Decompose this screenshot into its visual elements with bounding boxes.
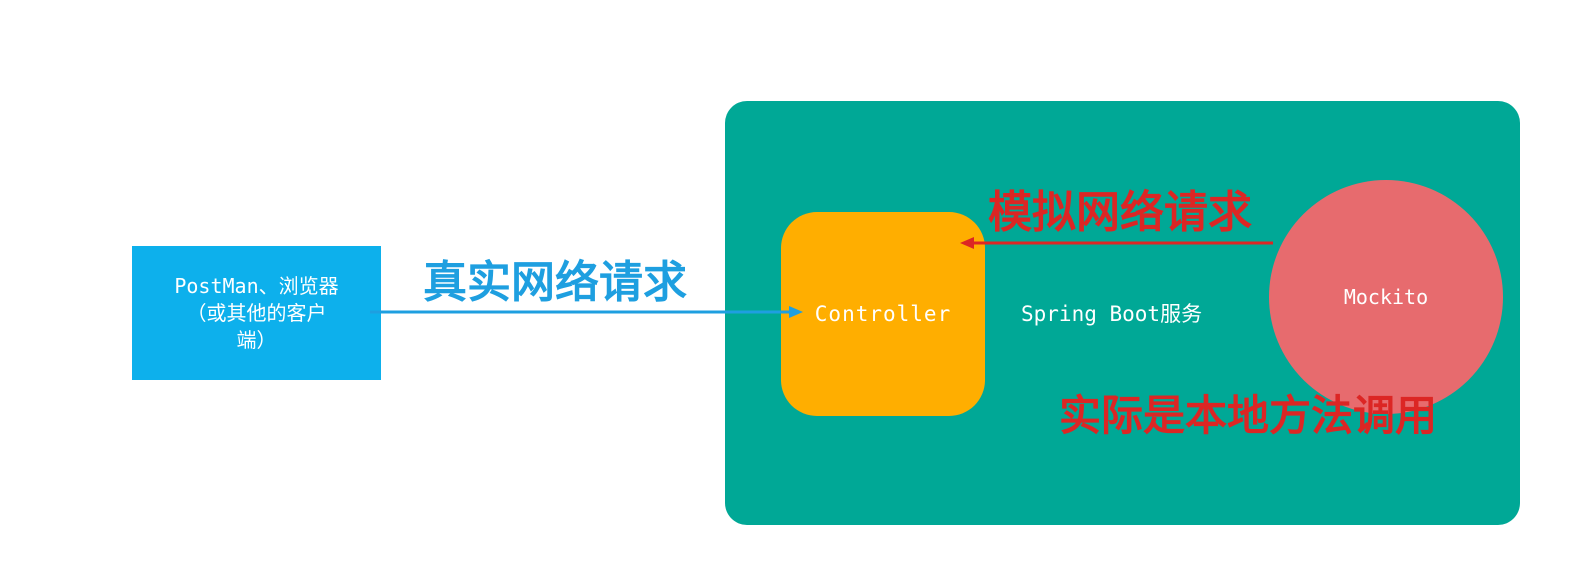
local-call-label: 实际是本地方法调用 (1059, 391, 1438, 440)
client-label-line-1: PostMan、浏览器 (174, 273, 339, 298)
mock-request-label: 模拟网络请求 (988, 187, 1252, 238)
service-label: Spring Boot服务 (1021, 302, 1203, 326)
client-label-line-2: （或其他的客户 (186, 300, 327, 325)
mockito-label: Mockito (1343, 285, 1429, 309)
mockito-circle: Mockito (1269, 180, 1503, 414)
client-box: PostMan、浏览器 （或其他的客户 端） (132, 246, 381, 380)
controller-box: Controller (781, 212, 985, 416)
real-request-label: 真实网络请求 (423, 257, 687, 308)
client-label-line-3: 端） (236, 327, 277, 352)
controller-label: Controller (814, 302, 952, 326)
